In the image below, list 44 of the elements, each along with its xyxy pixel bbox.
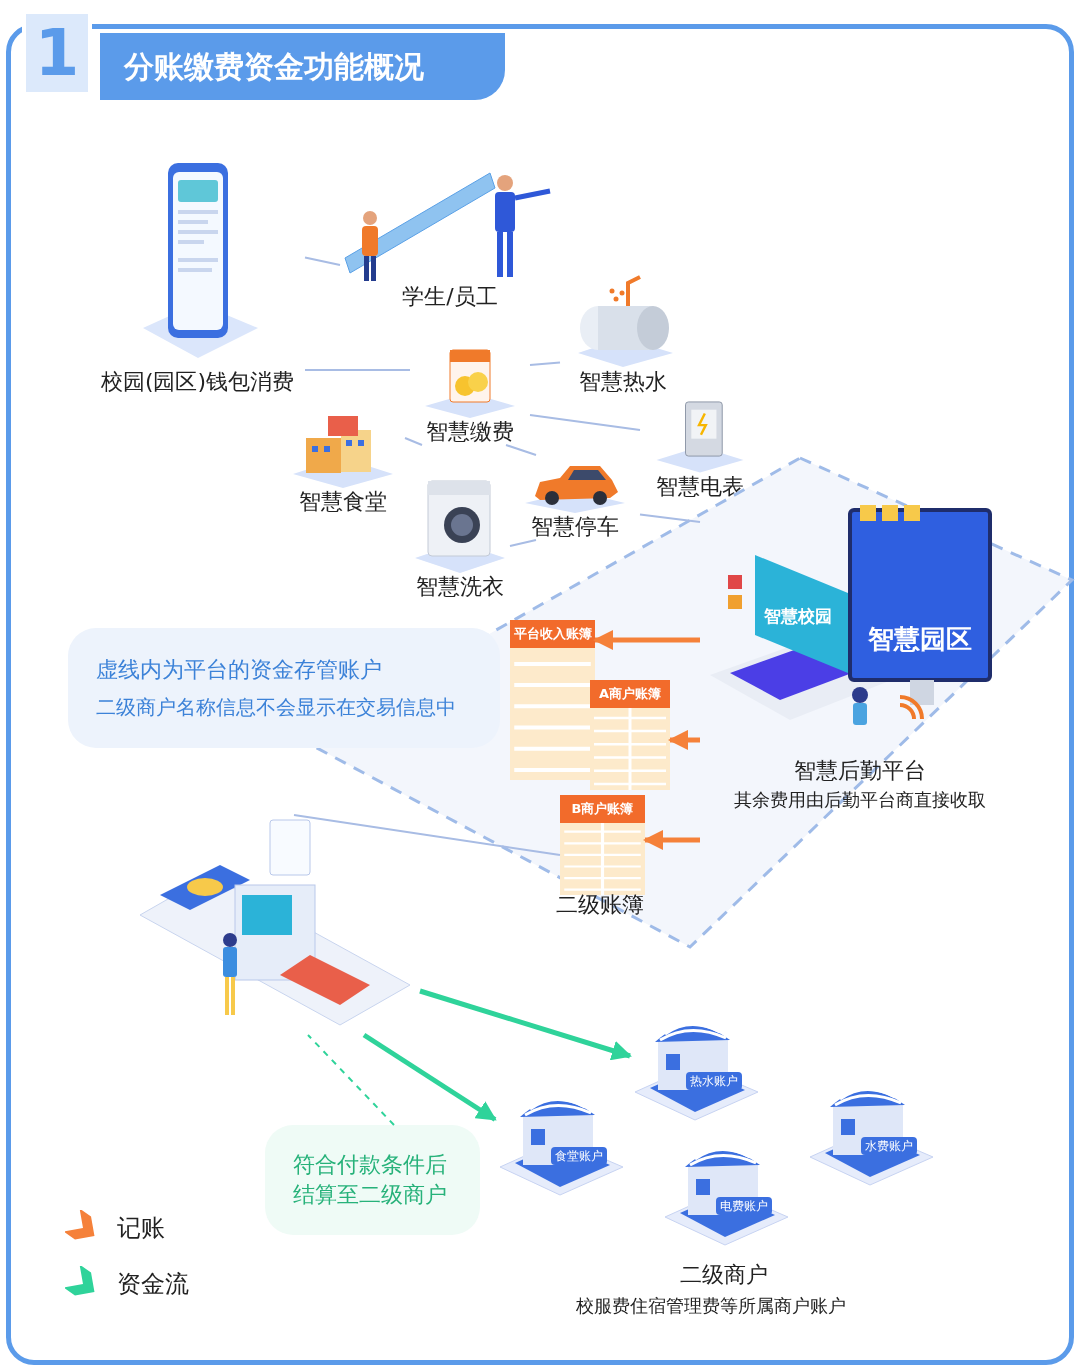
arrow — [643, 829, 700, 850]
title: 分账缴费资金功能概况 — [124, 48, 424, 86]
account-sign: 热水账户 — [686, 1072, 742, 1090]
screen-title: 智慧校园 — [764, 605, 832, 628]
ledger-title: A商户账簿 — [590, 680, 670, 708]
connector-line — [529, 361, 561, 366]
group-caption: 校服费住宿管理费等所属商户账户 — [576, 1294, 846, 1318]
arrow — [668, 729, 700, 750]
connector-line — [639, 513, 701, 523]
arrow — [362, 1032, 497, 1122]
node-label: 学生/员工 — [402, 282, 498, 310]
note-callout — [68, 628, 500, 748]
connector-line — [293, 814, 561, 856]
note-text: 虚线内为平台的资金存管账户 — [96, 655, 383, 684]
note-text: 符合付款条件后结算至二级商户 — [292, 1150, 448, 1209]
ledger-title: 平台收入账簿 — [510, 620, 595, 648]
note-text: 二级商户名称信息不会显示在交易信息中 — [96, 695, 457, 721]
arrow — [419, 988, 632, 1061]
node-label: 校园(园区)钱包消费 — [100, 367, 295, 395]
connector-line — [307, 1034, 395, 1126]
node-caption: 其余费用由后勤平台商直接收取 — [734, 788, 986, 811]
account-sign: 食堂账户 — [551, 1147, 607, 1165]
group-label: 二级账簿 — [556, 891, 644, 919]
node-label: 智慧热水 — [578, 367, 667, 395]
legend-label: 记账 — [117, 1213, 165, 1244]
connector-line — [304, 256, 341, 266]
note-callout — [265, 1125, 480, 1235]
group-label: 二级商户 — [680, 1261, 768, 1289]
legend-label: 资金流 — [117, 1269, 189, 1300]
ledger-title: B商户账簿 — [560, 795, 645, 823]
node-label: 智慧食堂 — [298, 487, 387, 515]
node-label: 智慧停车 — [531, 512, 619, 540]
node-label: 智慧后勤平台 — [794, 757, 926, 785]
node-label: 智慧洗衣 — [416, 572, 504, 600]
connector-line — [505, 444, 537, 456]
node-label: 智慧缴费 — [426, 417, 514, 445]
connector-line — [509, 539, 537, 547]
connector-line — [404, 437, 423, 446]
arrow — [593, 630, 700, 650]
connector-line — [529, 414, 641, 431]
account-sign: 水费账户 — [861, 1137, 917, 1155]
connector-line — [304, 369, 411, 371]
account-sign: 电费账户 — [716, 1197, 772, 1215]
screen-title: 智慧园区 — [868, 623, 972, 656]
